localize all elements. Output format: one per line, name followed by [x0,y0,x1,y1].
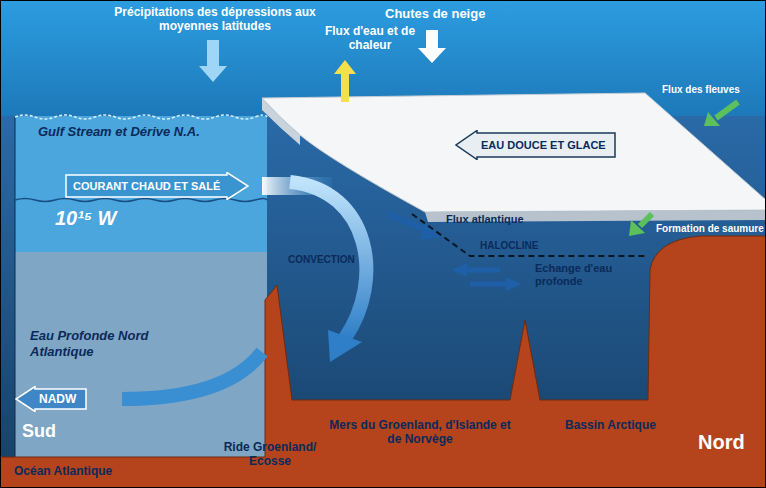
arrow-text: EAU DOUCE ET GLACE [455,130,606,160]
arrow-text: NADW [15,386,76,412]
label-text: Mers du Groenland, d'Islande et de Norvè… [325,418,515,447]
label-text: Echange d'eau profonde [535,262,643,288]
label-text: Nord [698,430,745,454]
arrow-box: COURANT CHAUD ET SALÉ [65,172,249,200]
label-text: HALOCLINE [480,240,538,252]
arrow-outline [456,131,615,160]
label-text: Flux d'eau et de chaleur [305,24,435,53]
label-text: Précipitations des dépressions aux moyen… [95,5,335,34]
label-text: Sud [22,421,56,443]
label-text: Océan Atlantique [14,464,112,478]
label-text: CONVECTION [288,254,355,266]
label-text: Ride Groenland/ Ecosse [205,440,335,469]
arrow-outline [16,387,86,412]
label-text: Bassin Arctique [565,418,656,432]
arrow-box: NADW [15,386,87,412]
label-text: Gulf Stream et Dérive N.A. [38,124,203,140]
label-text: Flux des fleuves [662,84,740,96]
label-text: Formation de saumure [656,223,764,235]
arrow-outline [66,173,248,200]
arrow-text: COURANT CHAUD ET SALÉ [65,172,220,200]
arrow-box: EAU DOUCE ET GLACE [455,130,616,160]
label-text: Eau Profonde Nord Atlantique [30,328,180,359]
label-text: Chutes de neige [385,6,485,22]
label-text: 10¹⁵ W [55,206,116,230]
label-text: Flux atlantique [446,213,524,226]
